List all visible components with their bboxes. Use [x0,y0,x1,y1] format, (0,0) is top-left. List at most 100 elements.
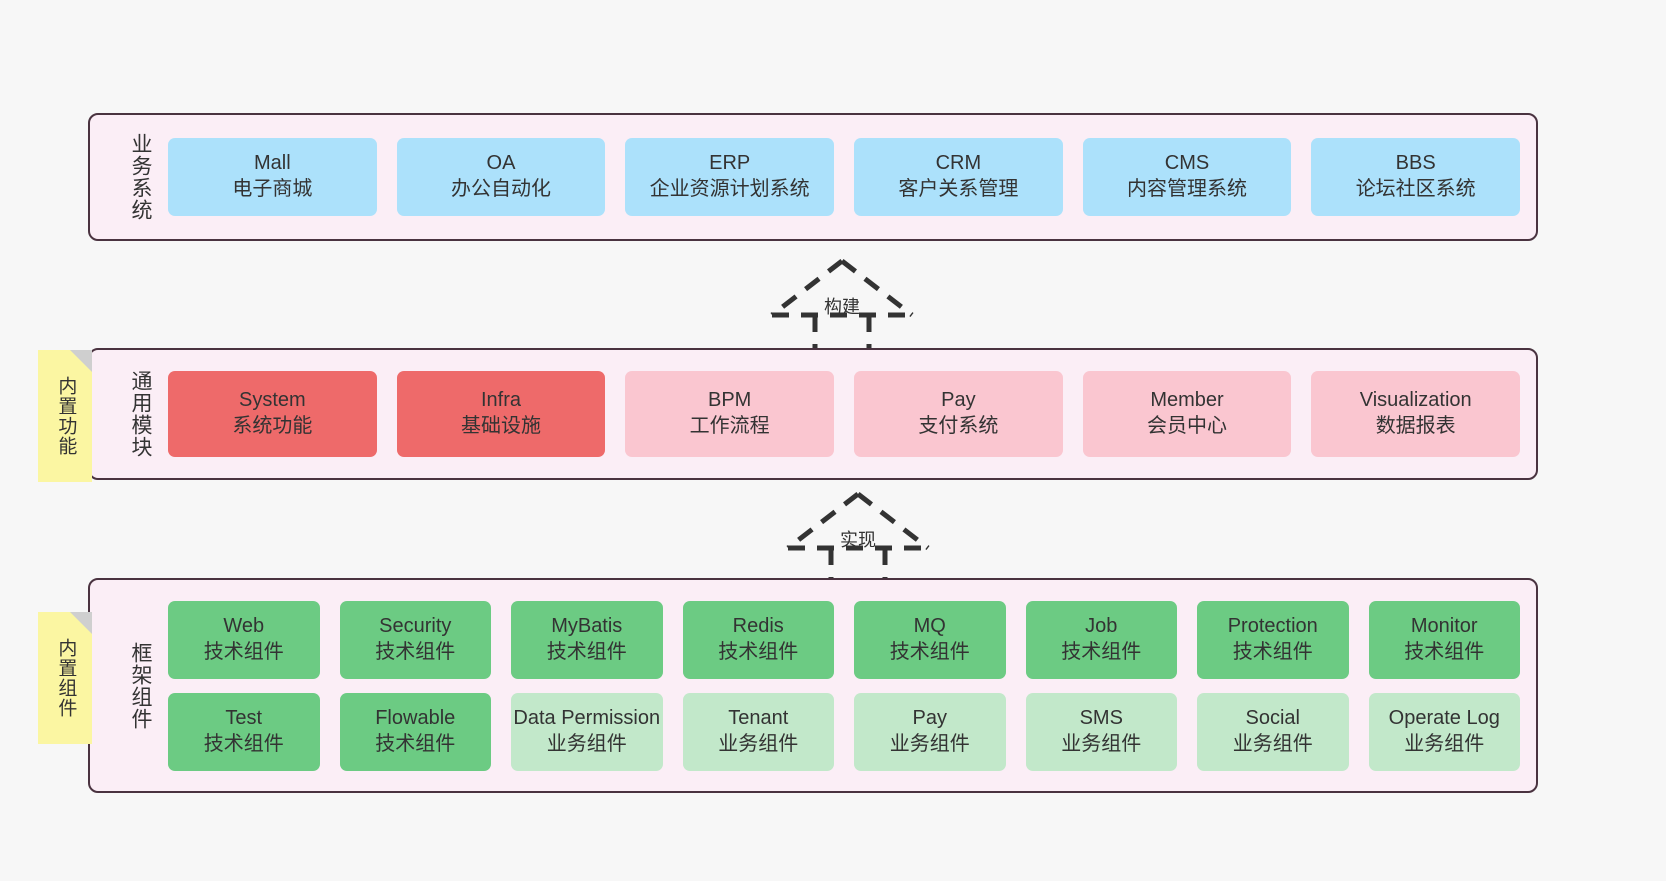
card-title-en: Visualization [1359,389,1472,412]
framework-card-mq[interactable]: MQ 技术组件 [854,600,1006,679]
card-title-cn: 技术组件 [1061,640,1142,663]
card-title-cn: 论坛社区系统 [1355,178,1476,200]
card-title-en: Web [223,614,265,637]
card-title-cn: 电子商城 [232,178,313,200]
module-card-member[interactable]: Member 会员中心 [1082,371,1292,457]
framework-card-mybatis[interactable]: MyBatis 技术组件 [511,600,663,679]
framework-components-layer-title: 框架组件 [129,641,152,730]
card-title-en: Mall [254,152,291,175]
framework-card-pay[interactable]: Pay 业务组件 [854,692,1006,771]
card-title-en: Test [225,706,263,729]
connector-build: 构建 [752,255,932,355]
card-title-en: CMS [1164,152,1210,175]
card-title-cn: 工作流程 [689,415,770,437]
card-title-en: CRM [935,152,982,175]
card-title-cn: 会员中心 [1147,415,1228,437]
module-card-bpm[interactable]: BPM 工作流程 [625,371,835,457]
framework-card-test[interactable]: Test 技术组件 [168,692,320,771]
framework-row-business: Test 技术组件 Flowable 技术组件 Data Permission … [158,692,1530,771]
card-title-en: Monitor [1410,614,1478,637]
note-builtin-function-label: 内置功能 [55,376,77,456]
business-system-card-list: Mall 电子商城 OA 办公自动化 ERP 企业资源计划系统 CRM 客户关系… [152,115,1536,239]
card-title-en: Protection [1227,614,1318,637]
business-card-crm[interactable]: CRM 客户关系管理 [854,138,1063,216]
card-title-cn: 业务组件 [1404,732,1485,755]
business-card-oa[interactable]: OA 办公自动化 [396,138,606,216]
module-card-pay[interactable]: Pay 支付系统 [854,371,1063,457]
card-title-cn: 业务组件 [546,732,627,755]
card-title-cn: 业务组件 [718,732,799,755]
card-title-en: ERP [709,152,751,175]
card-title-en: Pay [912,706,947,729]
card-title-en: Tenant [728,706,789,729]
framework-card-data-permission[interactable]: Data Permission 业务组件 [511,692,663,771]
card-title-cn: 技术组件 [375,640,456,663]
module-card-system[interactable]: System 系统功能 [168,371,377,457]
note-builtin-component: 内置组件 [38,612,92,744]
card-title-cn: 企业资源计划系统 [649,178,810,200]
framework-card-monitor[interactable]: Monitor 技术组件 [1368,600,1520,679]
business-card-erp[interactable]: ERP 企业资源计划系统 [625,138,835,216]
business-system-layer: 业务系统 Mall 电子商城 OA 办公自动化 ERP 企业资源计划系统 CRM… [88,113,1538,241]
card-title-en: OA [486,152,516,175]
framework-card-redis[interactable]: Redis 技术组件 [682,600,834,679]
connector-realize-label: 实现 [840,530,876,550]
card-title-en: Pay [941,389,976,412]
common-modules-card-list: System 系统功能 Infra 基础设施 BPM 工作流程 Pay 支付系统… [152,350,1536,478]
business-card-bbs[interactable]: BBS 论坛社区系统 [1311,138,1521,216]
common-modules-layer: 通用模块 System 系统功能 Infra 基础设施 BPM 工作流程 Pay… [88,348,1538,480]
note-builtin-function: 内置功能 [38,350,92,482]
card-title-cn: 技术组件 [1232,640,1313,663]
card-title-cn: 业务组件 [1061,732,1142,755]
card-title-en: Job [1085,614,1118,637]
card-title-en: SMS [1079,706,1123,729]
card-title-cn: 技术组件 [203,732,284,755]
framework-components-rows: Web 技术组件 Security 技术组件 MyBatis 技术组件 Redi… [152,600,1536,771]
card-title-en: Social [1245,706,1300,729]
note-builtin-component-label: 内置组件 [55,638,77,718]
common-modules-layer-title: 通用模块 [129,370,152,458]
framework-card-flowable[interactable]: Flowable 技术组件 [339,692,491,771]
card-title-cn: 技术组件 [546,640,627,663]
card-title-en: Redis [732,614,784,637]
card-title-cn: 客户关系管理 [898,178,1019,200]
framework-card-social[interactable]: Social 业务组件 [1197,692,1349,771]
card-title-en: BBS [1395,152,1436,175]
connector-realize: 实现 [768,488,948,588]
framework-card-job[interactable]: Job 技术组件 [1025,600,1177,679]
card-title-en: System [238,389,306,412]
framework-card-tenant[interactable]: Tenant 业务组件 [682,692,834,771]
framework-card-security[interactable]: Security 技术组件 [339,600,491,679]
card-title-cn: 技术组件 [375,732,456,755]
card-title-cn: 技术组件 [889,640,970,663]
card-title-cn: 技术组件 [718,640,799,663]
card-title-en: BPM [708,389,752,412]
framework-card-web[interactable]: Web 技术组件 [168,600,320,679]
business-system-layer-title: 业务系统 [129,133,152,221]
card-title-en: Flowable [375,706,456,729]
card-title-cn: 支付系统 [918,415,999,437]
card-title-cn: 技术组件 [203,640,284,663]
folded-corner-icon [70,612,92,634]
card-title-en: Operate Log [1388,706,1500,729]
business-card-cms[interactable]: CMS 内容管理系统 [1082,138,1292,216]
framework-row-technical: Web 技术组件 Security 技术组件 MyBatis 技术组件 Redi… [158,600,1530,679]
connector-build-label: 构建 [824,297,860,317]
framework-card-protection[interactable]: Protection 技术组件 [1197,600,1349,679]
framework-card-sms[interactable]: SMS 业务组件 [1025,692,1177,771]
card-title-cn: 业务组件 [889,732,970,755]
business-card-mall[interactable]: Mall 电子商城 [168,138,377,216]
card-title-cn: 业务组件 [1232,732,1313,755]
card-title-cn: 办公自动化 [451,178,551,200]
framework-card-operate-log[interactable]: Operate Log 业务组件 [1368,692,1520,771]
module-card-infra[interactable]: Infra 基础设施 [396,371,606,457]
card-title-cn: 技术组件 [1404,640,1485,663]
card-title-cn: 系统功能 [232,415,313,437]
card-title-en: MyBatis [551,614,623,637]
card-title-en: Data Permission [513,706,661,729]
module-card-visualization[interactable]: Visualization 数据报表 [1311,371,1521,457]
card-title-en: MQ [913,614,946,637]
folded-corner-icon [70,350,92,372]
card-title-en: Member [1150,389,1224,412]
